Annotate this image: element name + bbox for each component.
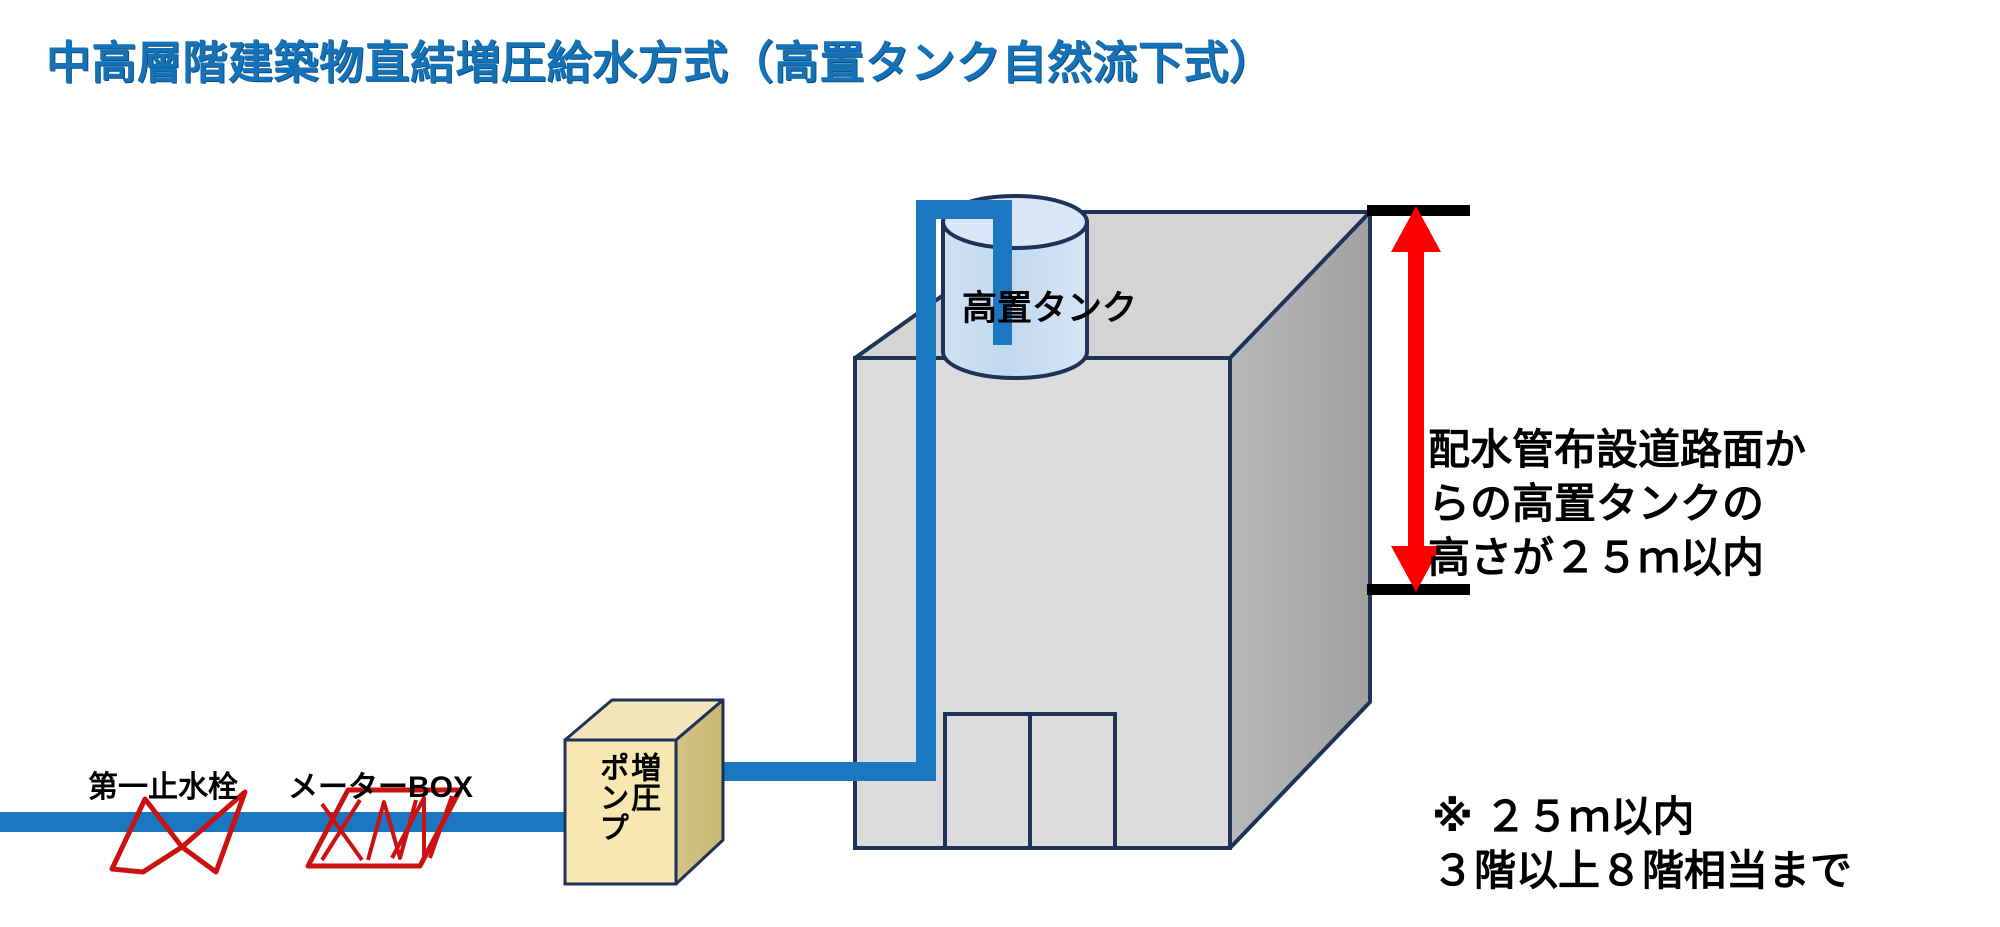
street-supply-main-pipe — [0, 812, 575, 832]
floor-note-line-2: ３階以上８階相当まで — [1432, 846, 1853, 894]
riser-pipe-group — [700, 200, 1012, 781]
floor-restriction-note: ※ ２５ｍ以内 ３階以上８階相当まで — [1432, 790, 1852, 898]
riser-pipe-tank-droppipe — [993, 200, 1012, 345]
booster-pump-label: 増圧 ポンプ — [578, 752, 674, 880]
riser-pipe-vertical — [916, 200, 936, 780]
height-note-line-3: 高さが２５ｍ以内 — [1428, 533, 1765, 581]
dimension-tick-top — [1367, 205, 1470, 216]
meter-box-symbol — [305, 787, 463, 869]
height-dimension-group — [1367, 205, 1470, 595]
floor-note-line-1: ※ ２５ｍ以内 — [1432, 793, 1695, 840]
elevated-tank-label: 高置タンク — [962, 289, 1138, 328]
dimension-arrow — [1391, 206, 1441, 592]
pump-box-front-face — [563, 738, 678, 886]
supply-pipe-building-inlet — [700, 762, 936, 781]
booster-pump-box-group — [563, 698, 725, 886]
booster-pump-label-col-left: ポンプ — [594, 752, 628, 842]
meter-box-label: メーターBOX — [288, 771, 474, 804]
building-entrance-door-right — [1028, 712, 1117, 850]
booster-pump-label-col-right: 増圧 — [626, 752, 660, 812]
height-note-line-1: 配水管布設道路面か — [1428, 426, 1807, 473]
street-supply-main-group — [0, 812, 575, 832]
dimension-tick-bottom — [1367, 584, 1470, 595]
height-note-line-2: らの高置タンクの — [1428, 479, 1765, 527]
first-stopcock-symbol — [109, 789, 248, 875]
page-title: 中高層階建築物直結増圧給水方式（高置タンク自然流下式） — [46, 37, 1275, 88]
first-stopcock-label: 第一止水栓 — [88, 771, 238, 804]
building-entrance-door-left — [943, 712, 1032, 850]
tank-body — [941, 220, 1089, 380]
height-restriction-note: 配水管布設道路面か らの高置タンクの 高さが２５ｍ以内 — [1428, 423, 1806, 584]
riser-pipe-top-horizontal — [916, 200, 1011, 219]
